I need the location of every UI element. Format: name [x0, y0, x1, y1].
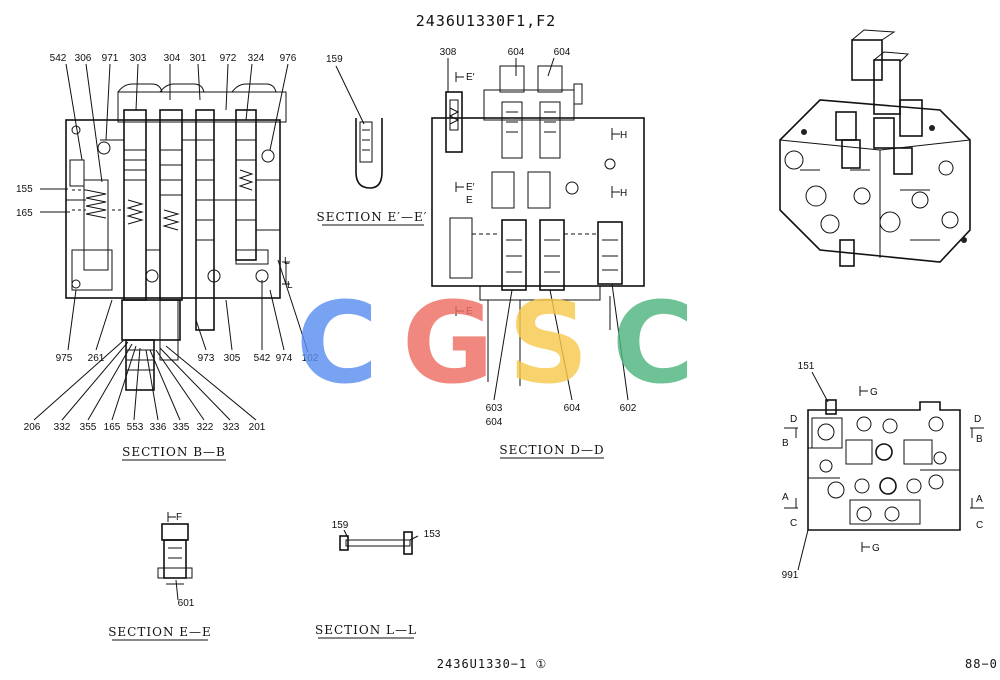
part-label: 542: [50, 53, 67, 64]
part-label: 971: [102, 53, 119, 64]
watermark-letter-c2: C: [612, 279, 694, 409]
part-label: 602: [620, 403, 637, 414]
plan-view-drawing: 151 991 G G D B A C D B A C: [782, 361, 984, 581]
drawing-number: 2436U1330−1 ①: [437, 657, 547, 671]
section-ee-drawing: F 601: [157, 512, 195, 609]
part-label: 991: [782, 570, 799, 581]
section-mark: G: [870, 387, 878, 398]
part-label: 975: [56, 353, 73, 364]
cgsc-watermark-logo: C G S C: [296, 279, 694, 409]
part-label: 336: [150, 422, 167, 433]
watermark-letter-s: S: [508, 279, 589, 409]
part-label: 974: [276, 353, 293, 364]
section-dd-leaders: 308 604 604 603 604 604 602 E′ H E′ E H …: [440, 47, 637, 428]
section-bb-labels: 542 306 971 303 304 301 972 324 976 155 …: [16, 53, 319, 433]
part-label: 165: [104, 422, 121, 433]
part-label: 305: [224, 353, 241, 364]
section-bb-drawing: [65, 83, 290, 391]
part-label: 301: [190, 53, 207, 64]
part-label: 306: [75, 53, 92, 64]
part-label: 308: [440, 47, 457, 58]
part-label: 332: [54, 422, 71, 433]
section-ee-title: SECTION E—E: [108, 625, 212, 639]
part-label: 159: [332, 520, 349, 531]
section-mark: H: [620, 130, 627, 141]
section-mark: A: [782, 492, 789, 503]
part-label: 159: [326, 54, 343, 65]
section-ll-drawing: 159 153: [332, 520, 441, 555]
part-label: 153: [424, 529, 441, 540]
part-label: 151: [798, 361, 815, 372]
part-label: 355: [80, 422, 97, 433]
part-label: 335: [173, 422, 190, 433]
section-bb-title: SECTION B—B: [122, 445, 226, 459]
part-label: 206: [24, 422, 41, 433]
isometric-valve-view: [779, 29, 971, 267]
part-label: 601: [178, 598, 195, 609]
section-mark: E′: [466, 72, 475, 83]
part-label: 322: [197, 422, 214, 433]
section-e-prime-drawing: 159: [326, 54, 383, 189]
part-label: 323: [223, 422, 240, 433]
watermark-letter-c1: C: [296, 279, 378, 409]
section-mark: E: [466, 306, 473, 317]
watermark-letter-g: G: [402, 279, 494, 409]
section-mark: E: [466, 195, 473, 206]
part-label: 604: [508, 47, 525, 58]
section-mark: E′: [466, 182, 475, 193]
part-label: 155: [16, 184, 33, 195]
part-label: 324: [248, 53, 265, 64]
section-mark: G: [872, 543, 880, 554]
section-mark: D: [974, 414, 981, 425]
part-label: 604: [486, 417, 503, 428]
part-label: 542: [254, 353, 271, 364]
section-dd-drawing: [431, 65, 645, 386]
section-ll-title: SECTION L—L: [315, 623, 417, 637]
section-mark: A: [976, 494, 983, 505]
part-label: 603: [486, 403, 503, 414]
section-mark: B: [782, 438, 789, 449]
section-mark: L: [284, 256, 290, 267]
part-label: 102: [302, 353, 319, 364]
part-label: 165: [16, 208, 33, 219]
drawing-title: 2436U1330F1,F2: [416, 12, 556, 30]
part-label: 261: [88, 353, 105, 364]
part-label: 304: [164, 53, 181, 64]
part-label: 553: [127, 422, 144, 433]
section-mark: B: [976, 434, 983, 445]
section-dd-title: SECTION D—D: [499, 443, 604, 457]
section-mark: D: [790, 414, 797, 425]
section-mark: F: [176, 512, 182, 523]
section-bb-leaders: [33, 63, 309, 421]
page-number: 88−0: [965, 657, 998, 671]
part-label: 604: [564, 403, 581, 414]
section-mark: L: [287, 280, 293, 291]
part-label: 201: [249, 422, 266, 433]
part-label: 976: [280, 53, 297, 64]
section-mark: C: [976, 520, 983, 531]
part-label: 303: [130, 53, 147, 64]
section-e-prime-title: SECTION E′—E′: [316, 210, 427, 224]
part-label: 604: [554, 47, 571, 58]
part-label: 972: [220, 53, 237, 64]
section-mark: H: [620, 188, 627, 199]
part-label: 973: [198, 353, 215, 364]
section-mark: C: [790, 518, 797, 529]
